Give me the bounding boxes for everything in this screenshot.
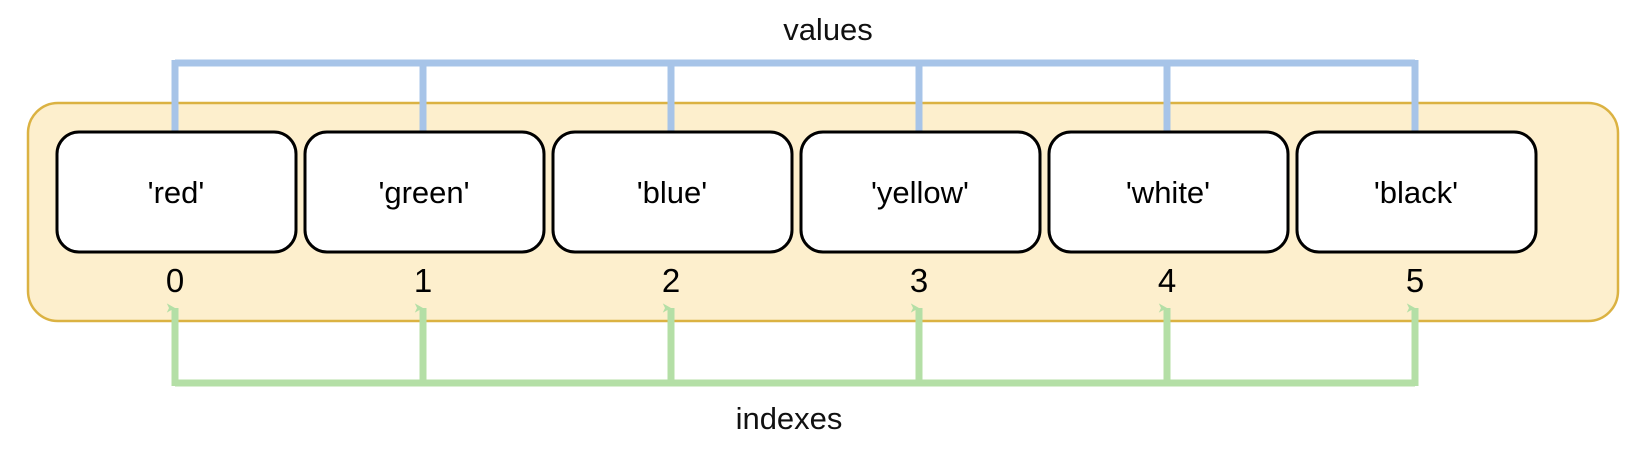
cell-value-2: 'blue' [637,175,707,210]
array-indexes: 0 1 2 3 4 5 [166,262,1424,299]
index-label-0: 0 [166,262,184,299]
cell-value-0: 'red' [148,175,205,210]
array-cell[interactable]: 'green' [303,130,546,254]
array-cells: 'red' 'green' 'blue' 'yellow' 'white' 'b… [55,130,1538,254]
values-label: values [783,12,873,47]
array-cell[interactable]: 'blue' [551,130,794,254]
cell-box-0[interactable] [55,130,298,254]
index-label-3: 3 [910,262,928,299]
values-connector-group [171,59,1424,143]
array-cell[interactable]: 'yellow' [799,130,1042,254]
cell-box-3[interactable] [799,130,1042,254]
array-cell[interactable]: 'white' [1047,130,1290,254]
array-cell[interactable]: 'black' [1295,130,1538,254]
cell-value-5: 'black' [1374,175,1458,210]
cell-value-4: 'white' [1126,175,1210,210]
indexes-connector-group [166,303,1419,387]
cell-box-1[interactable] [303,130,546,254]
array-cell[interactable]: 'red' [55,130,298,254]
cell-box-2[interactable] [551,130,794,254]
index-label-4: 4 [1158,262,1176,299]
indexes-label: indexes [736,401,843,436]
index-label-1: 1 [414,262,432,299]
cell-box-4[interactable] [1047,130,1290,254]
index-label-2: 2 [662,262,680,299]
cell-value-3: 'yellow' [871,175,969,210]
cell-value-1: 'green' [378,175,469,210]
index-label-5: 5 [1406,262,1424,299]
cell-box-5[interactable] [1295,130,1538,254]
